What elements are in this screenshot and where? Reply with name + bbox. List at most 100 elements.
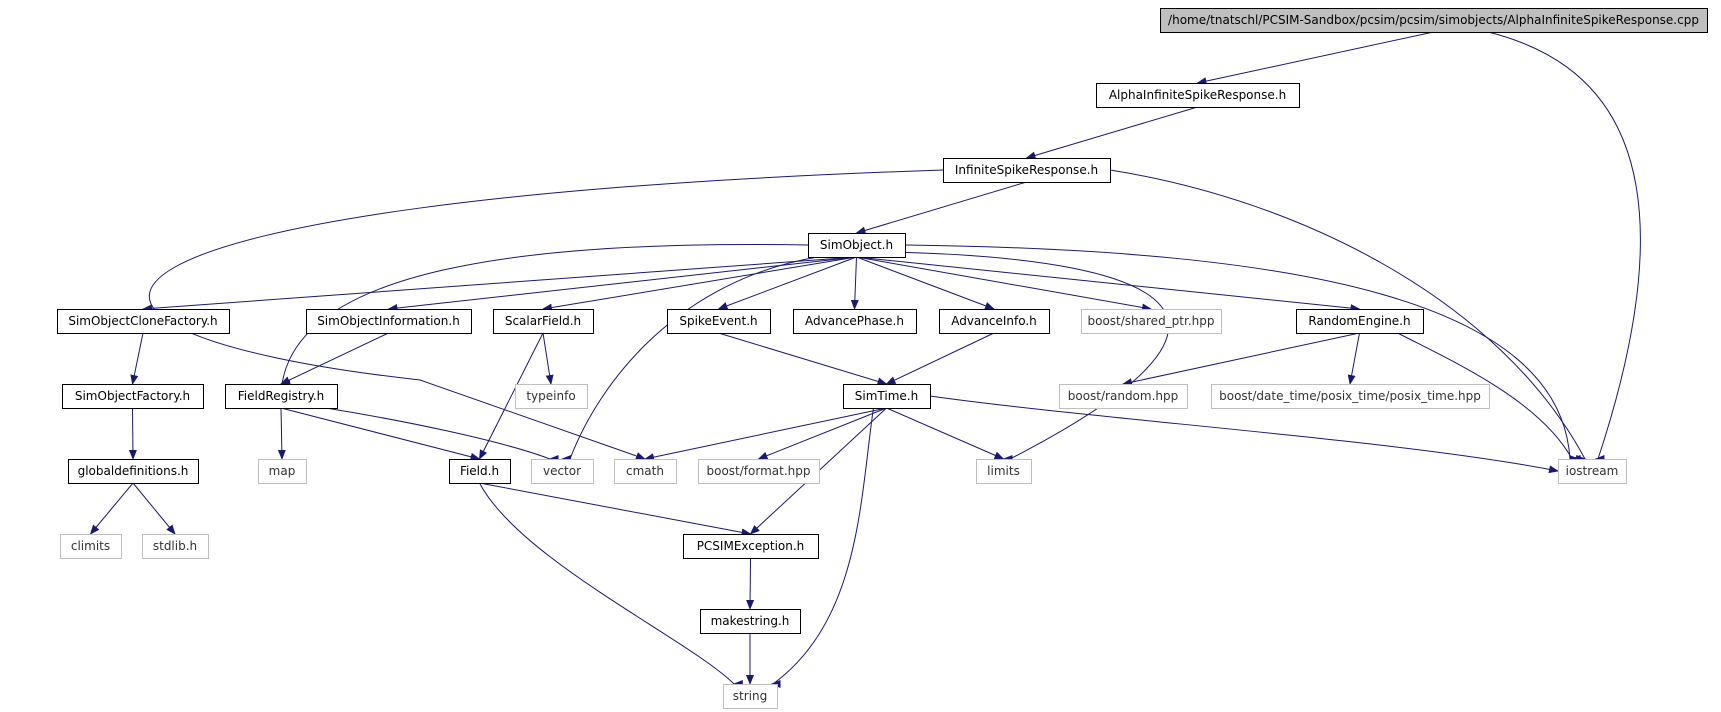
node-simtime[interactable]: SimTime.h: [843, 384, 931, 409]
node-box-advancephase: [793, 309, 917, 334]
node-box-string: [723, 684, 778, 709]
node-box-fieldregistry: [225, 384, 338, 409]
edge-field-to-pcsimexception: [479, 482, 752, 537]
edge-fieldregistry-to-field: [280, 407, 481, 461]
node-stdlib: stdlib.h: [142, 534, 209, 559]
node-box-climits: [60, 534, 122, 559]
node-box-stdlib: [142, 534, 209, 559]
node-label-stdlib: stdlib.h: [153, 539, 197, 553]
edge-simtime-to-iostream: [929, 395, 1559, 474]
node-advancephase[interactable]: AdvancePhase.h: [793, 309, 917, 334]
node-label-globaldef: globaldefinitions.h: [78, 464, 189, 478]
node-spikeevent[interactable]: SpikeEvent.h: [667, 309, 771, 334]
edge-infinite-to-simobject: [855, 181, 1027, 235]
edge-simobject-to-vector: [561, 256, 818, 463]
edge-randomengine-to-posixtime: [1347, 332, 1360, 385]
edge-simobject-to-clonefactory: [142, 256, 857, 313]
node-map: map: [258, 459, 307, 484]
edge-root-to-alpha: [1196, 31, 1434, 86]
node-root[interactable]: /home/tnatschl/PCSIM-Sandbox/pcsim/pcsim…: [1160, 8, 1708, 33]
node-box-posixtime: [1211, 384, 1490, 409]
edge-simobject-to-advancephase: [850, 256, 859, 310]
node-label-vector: vector: [543, 464, 581, 478]
node-fieldregistry[interactable]: FieldRegistry.h: [225, 384, 338, 409]
node-sharedptr: boost/shared_ptr.hpp: [1081, 309, 1222, 334]
edge-simtime-to-format: [757, 407, 887, 460]
node-label-randomengine: RandomEngine.h: [1308, 314, 1410, 328]
edge-spikeevent-to-simtime: [718, 332, 888, 386]
edge-factory-to-globaldef: [128, 407, 137, 460]
node-format: boost/format.hpp: [698, 459, 820, 484]
node-factory[interactable]: SimObjectFactory.h: [62, 384, 204, 409]
node-cmath: cmath: [614, 459, 677, 484]
edge-simobject-to-spikeevent: [717, 256, 857, 310]
node-label-spikeevent: SpikeEvent.h: [679, 314, 757, 328]
node-label-boostrandom: boost/random.hpp: [1068, 389, 1179, 403]
node-box-format: [698, 459, 820, 484]
edge-clonefactory-to-factory: [130, 332, 144, 385]
node-label-root: /home/tnatschl/PCSIM-Sandbox/pcsim/pcsim…: [1168, 13, 1699, 27]
edges-layer: [89, 31, 1641, 688]
edge-simobject-to-randomengine: [856, 256, 1361, 313]
node-label-simobject: SimObject.h: [820, 238, 893, 252]
edge-simtime-to-cmath: [644, 407, 887, 462]
node-pcsimexception[interactable]: PCSIMException.h: [683, 534, 819, 559]
node-box-field: [449, 459, 511, 484]
edge-simobject-to-fieldregistry: [280, 243, 809, 388]
node-label-alpha: AlphaInfiniteSpikeResponse.h: [1109, 88, 1286, 102]
node-box-simobject: [808, 233, 906, 258]
node-box-root: [1160, 8, 1708, 33]
edge-infinite-to-iostream: [1109, 169, 1587, 463]
node-box-sharedptr: [1081, 309, 1222, 334]
node-label-format: boost/format.hpp: [707, 464, 811, 478]
edge-simobject-to-advanceinfo: [856, 256, 995, 310]
node-infinite[interactable]: InfiniteSpikeResponse.h: [943, 158, 1111, 183]
node-label-fieldregistry: FieldRegistry.h: [238, 389, 325, 403]
node-label-cmath: cmath: [626, 464, 664, 478]
node-information[interactable]: SimObjectInformation.h: [306, 309, 472, 334]
node-simobject[interactable]: SimObject.h: [808, 233, 906, 258]
edge-fieldregistry-to-vector: [325, 407, 559, 463]
node-label-simtime: SimTime.h: [855, 389, 918, 403]
node-box-makestring: [700, 609, 801, 634]
node-climits: climits: [60, 534, 122, 559]
node-box-boostrandom: [1059, 384, 1188, 409]
edge-simobject-to-iostream: [904, 244, 1580, 463]
node-box-alpha: [1096, 83, 1300, 108]
node-label-typeinfo: typeinfo: [526, 389, 575, 403]
edge-globaldef-to-climits: [89, 482, 134, 535]
node-randomengine[interactable]: RandomEngine.h: [1296, 309, 1424, 334]
node-box-simtime: [843, 384, 931, 409]
edge-alpha-to-infinite: [1025, 106, 1198, 160]
node-label-advancephase: AdvancePhase.h: [805, 314, 904, 328]
node-string: string: [723, 684, 778, 709]
node-advanceinfo[interactable]: AdvanceInfo.h: [939, 309, 1050, 334]
node-scalarfield[interactable]: ScalarField.h: [493, 309, 594, 334]
node-alpha[interactable]: AlphaInfiniteSpikeResponse.h: [1096, 83, 1300, 108]
edge-infinite-to-cmath: [148, 169, 944, 460]
node-box-information: [306, 309, 472, 334]
edge-simobject-to-limits: [900, 251, 1170, 463]
node-vector: vector: [531, 459, 594, 484]
node-clonefactory[interactable]: SimObjectCloneFactory.h: [57, 309, 230, 334]
edge-globaldef-to-stdlib: [132, 482, 176, 535]
node-box-pcsimexception: [683, 534, 819, 559]
node-field[interactable]: Field.h: [449, 459, 511, 484]
node-box-globaldef: [68, 459, 199, 484]
node-globaldef[interactable]: globaldefinitions.h: [68, 459, 199, 484]
node-label-iostream: iostream: [1566, 464, 1619, 478]
node-makestring[interactable]: makestring.h: [700, 609, 801, 634]
edge-randomengine-to-iostream: [1397, 332, 1581, 463]
node-label-posixtime: boost/date_time/posix_time/posix_time.hp…: [1219, 389, 1481, 403]
edge-simtime-to-string: [770, 407, 874, 688]
nodes-layer: /home/tnatschl/PCSIM-Sandbox/pcsim/pcsim…: [57, 8, 1708, 709]
edge-information-to-fieldregistry: [280, 332, 389, 385]
edge-pcsimexception-to-makestring: [746, 557, 755, 610]
edge-advanceinfo-to-simtime: [885, 332, 995, 385]
edge-root-to-iostream: [1488, 31, 1641, 463]
node-label-pcsimexception: PCSIMException.h: [697, 539, 805, 553]
node-box-limits: [976, 459, 1032, 484]
node-posixtime: boost/date_time/posix_time/posix_time.hp…: [1211, 384, 1490, 409]
node-limits: limits: [976, 459, 1032, 484]
